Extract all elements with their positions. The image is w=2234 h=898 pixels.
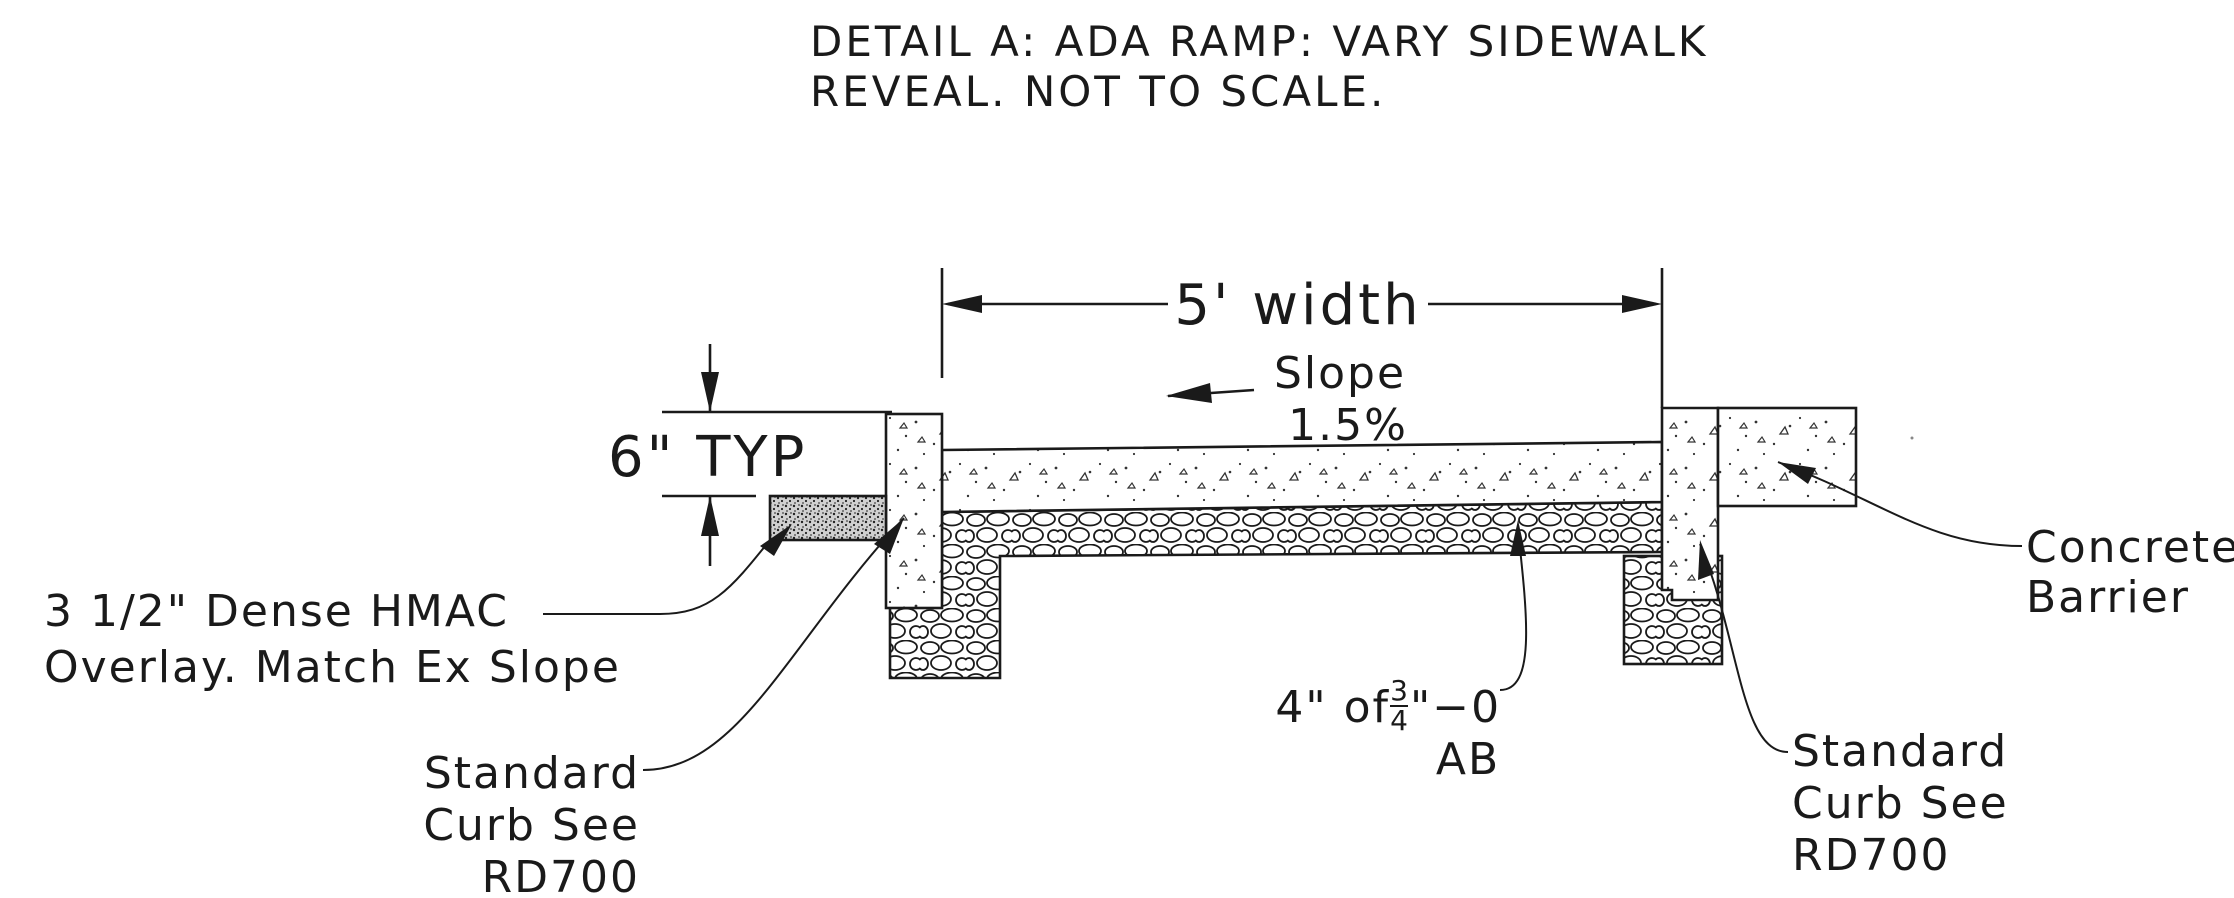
left-curb-callout-line-1: Standard (424, 748, 640, 799)
left-curb-callout-line-3: RD700 (482, 852, 640, 898)
stray-dot (1910, 436, 1914, 440)
base-callout-suffix: "−0 (1410, 682, 1501, 733)
slope-label: Slope (1274, 348, 1406, 399)
detail-title-line-1: DETAIL A: ADA RAMP: VARY SIDEWALK (810, 17, 1708, 66)
hmac-callout-line-1: 3 1/2" Dense HMAC (44, 586, 509, 637)
barrier-callout-line-1: Concrete (2026, 522, 2234, 573)
base-callout-line-2: AB (1436, 734, 1500, 785)
width-dimension: 5' width (940, 268, 1664, 408)
hmac-leader (543, 524, 792, 615)
base-fraction-denominator: 4 (1390, 704, 1408, 737)
slope-value: 1.5% (1288, 400, 1408, 451)
barrier-leader (1777, 461, 2023, 547)
base-leader (1499, 520, 1528, 691)
typ-dimension: 6" TYP (608, 344, 892, 566)
slope-annotation: Slope 1.5% (1166, 348, 1408, 451)
detail-title-line-2: REVEAL. NOT TO SCALE. (810, 67, 1386, 116)
sidewalk-slab (940, 440, 1664, 514)
left-curb-leader (642, 517, 905, 771)
hmac-callout-line-2: Overlay. Match Ex Slope (44, 642, 621, 693)
typ-dimension-label: 6" TYP (608, 425, 807, 490)
left-standard-curb (884, 412, 944, 610)
base-callout: 4" of 3 4 "−0 AB (1275, 674, 1501, 785)
right-curb-callout-line-1: Standard (1792, 726, 2008, 777)
right-curb-leader (1698, 540, 1789, 753)
concrete-barrier (1716, 406, 1858, 508)
width-dimension-label: 5' width (1174, 273, 1421, 338)
base-callout-prefix: 4" of (1275, 682, 1390, 733)
right-curb-callout-line-3: RD700 (1792, 830, 1950, 881)
hmac-overlay (768, 494, 888, 542)
base-fraction-numerator: 3 (1390, 674, 1408, 707)
right-curb-callout-line-2: Curb See (1792, 778, 2009, 829)
barrier-callout-line-2: Barrier (2026, 572, 2190, 623)
aggregate-base-layer (888, 500, 1664, 680)
left-curb-callout-line-2: Curb See (423, 800, 640, 851)
